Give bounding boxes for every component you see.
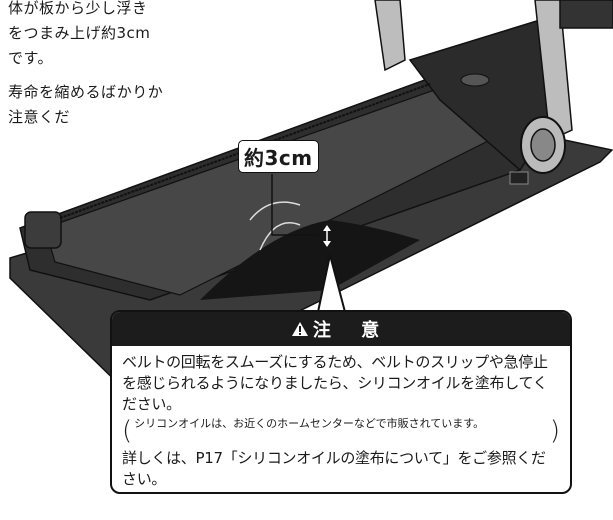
caution-title: 注 意 [312, 320, 392, 341]
callout-label: 約3cm [244, 146, 313, 170]
bg-line-3: です。 [8, 49, 54, 67]
callout-leader [271, 174, 318, 236]
caution-paragraph-1: ベルトの回転をスムーズにするため、ベルトのスリップや急停止を感じられるようになり… [122, 353, 548, 413]
bg-line-5: 注意くだ [8, 108, 71, 126]
end-cap [24, 211, 62, 249]
warning-triangle-icon [291, 322, 308, 336]
caution-note: ( シリコンオイルは、お近くのホームセンターなどで市販されています。 ) [122, 416, 560, 446]
lifted-belt [200, 220, 420, 300]
paren-close: ) [549, 416, 560, 446]
caution-body: ベルトの回転をスムーズにするため、ベルトのスリップや急停止を感じられるようになり… [112, 346, 570, 490]
bg-line-4: 寿命を縮めるばかりか [8, 83, 164, 101]
caution-box: 注 意 ベルトの回転をスムーズにするため、ベルトのスリップや急停止を感じられるよ… [110, 310, 572, 494]
running-belt [44, 87, 512, 296]
paren-open: ( [122, 416, 133, 446]
measurement-callout: 約3cm [238, 140, 319, 173]
upright-post [534, 0, 573, 142]
bg-line-2: をつまみ上げ約3cm [8, 24, 151, 42]
upright-post-left [374, 0, 406, 72]
bg-line-1: 体が板から少し浮き [8, 0, 148, 17]
hood-knob [460, 73, 490, 87]
power-switch [509, 171, 529, 185]
console [559, 0, 613, 29]
caution-note-text: シリコンオイルは、お近くのホームセンターなどで市販されています。 [134, 417, 485, 430]
caution-paragraph-2: 詳しくは、P17「シリコンオイルの塗布について」をご参照ください。 [122, 449, 546, 488]
caution-header: 注 意 [112, 312, 570, 346]
